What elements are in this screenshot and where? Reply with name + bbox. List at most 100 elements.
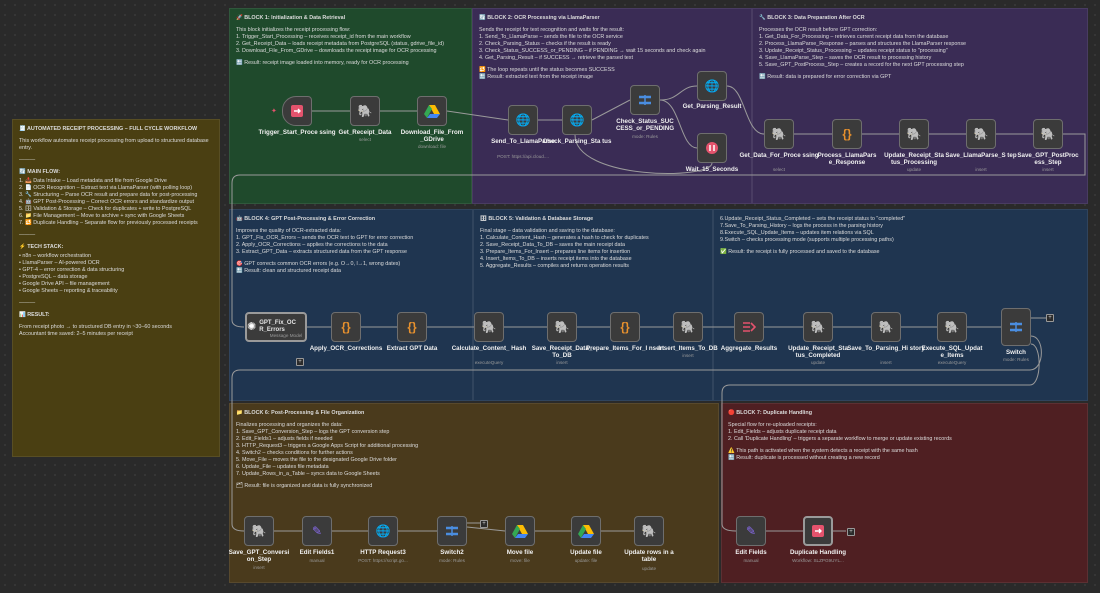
extract-gpt-data-node[interactable]: {} [397, 312, 427, 342]
check-parsing-status-node[interactable]: 🌐 [562, 105, 592, 135]
block3-result: 🔚 Result: data is prepared for error cor… [759, 74, 892, 80]
prepare-items-for-insert-node[interactable]: {} [610, 312, 640, 342]
flow-item: 1. 📥 Data Intake – Load metadata and fil… [19, 178, 167, 184]
wait-15-seconds-node[interactable] [697, 133, 727, 163]
duplicate-handling-add-button[interactable]: + [847, 528, 855, 536]
postgres-icon: 🐘 [771, 127, 787, 141]
process-llamaparse-response-node[interactable]: {} [832, 119, 862, 149]
save-to-parsing-history-sub: insert [880, 360, 892, 365]
switch-icon [639, 95, 651, 105]
update-rows-in-table-node[interactable]: 🐘 [634, 516, 664, 546]
save-gpt-conversion-step-node[interactable]: 🐘 [244, 516, 274, 546]
save-to-parsing-history-node[interactable]: 🐘 [871, 312, 901, 342]
openai-icon: ✺ [247, 321, 257, 333]
edit-fields1-sub: manual [309, 558, 325, 563]
block5-note[interactable]: 🗄 BLOCK 5: Validation & Database Storage… [473, 209, 713, 401]
flow-item: 3. 🔧 Structuring – Parse OCR result and … [19, 192, 198, 198]
block6-note[interactable]: 📁 BLOCK 6: Post-Processing & File Organi… [229, 403, 719, 583]
execute-sql-update-items-label: Execute_SQL_Updat e_Items [921, 345, 983, 359]
move-file-sub: move: file [510, 558, 530, 563]
block3-body: Processes the OCR result before GPT corr… [759, 27, 967, 68]
save-receipt-data-to-db-sub: insert [556, 360, 568, 365]
switch2-node[interactable] [437, 516, 467, 546]
block2-result: 🔁 The loop repeats until the status beco… [479, 67, 615, 80]
code-braces-icon: {} [620, 320, 630, 334]
block7-body: Special flow for re-uploaded receipts: 1… [728, 422, 952, 442]
stack-item: • n8n – workflow orchestration [19, 253, 91, 259]
stack-item: • Google Sheets – reporting & traceabili… [19, 288, 118, 294]
block3-note[interactable]: 🔧 BLOCK 3: Data Preparation After OCR Pr… [752, 8, 1088, 204]
edit-fields1-node[interactable]: ✎ [302, 516, 332, 546]
apply-ocr-corrections-node[interactable]: {} [331, 312, 361, 342]
save-llamaparse-step-sub: insert [975, 167, 987, 172]
switch-node[interactable] [1001, 308, 1031, 346]
edit-fields-label: Edit Fields [735, 549, 767, 556]
insert-items-to-db-sub: insert [682, 353, 694, 358]
save-gpt-postprocess-step-node[interactable]: 🐘 [1033, 119, 1063, 149]
send-to-llamaparse-node[interactable]: 🌐 [508, 105, 538, 135]
execute-sql-update-items-sub: executeQuery [937, 360, 967, 365]
postgres-icon: 🐘 [680, 320, 696, 334]
postgres-icon: 🐘 [810, 320, 826, 334]
download-file-gdrive-sub: download: file [417, 144, 447, 149]
update-receipt-status-completed-label: Update_Receipt_Sta tus_Completed [788, 345, 848, 359]
overview-flow-title: 🔄 MAIN FLOW: [19, 169, 61, 175]
overview-note[interactable]: 🧾 AUTOMATED RECEIPT PROCESSING – FULL CY… [12, 119, 220, 457]
update-file-node[interactable] [571, 516, 601, 546]
switch-add-output-button[interactable]: + [1046, 314, 1054, 322]
update-receipt-status-processing-node[interactable]: 🐘 [899, 119, 929, 149]
block5b-note[interactable]: 6.Update_Receipt_Status_Completed – sets… [713, 209, 1088, 401]
save-receipt-data-to-db-node[interactable]: 🐘 [547, 312, 577, 342]
check-parsing-status-label: Check_Parsing_Sta tus [542, 138, 612, 145]
download-file-gdrive-node[interactable] [417, 96, 447, 126]
duplicate-handling-node[interactable] [803, 516, 833, 546]
flow-item: 7. 🔁 Duplicate Handling – Separate flow … [19, 220, 198, 226]
move-file-node[interactable] [505, 516, 535, 546]
stack-item: • GPT-4 – error correction & data struct… [19, 267, 125, 273]
update-receipt-status-completed-node[interactable]: 🐘 [803, 312, 833, 342]
get-receipt-data-label: Get_Receipt_Data [338, 129, 392, 136]
postgres-icon: 🐘 [906, 127, 922, 141]
save-llamaparse-step-node[interactable]: 🐘 [966, 119, 996, 149]
postgres-icon: 🐘 [251, 524, 267, 538]
update-file-label: Update file [570, 549, 602, 556]
block4-title: 🤖 BLOCK 4: GPT Post-Processing & Error C… [236, 216, 376, 222]
save-gpt-conversion-step-label: Save_GPT_Conversi on_Step [228, 549, 290, 563]
gpt-fix-ocr-errors-node[interactable]: ✺ GPT_Fix_OC R_Errors [245, 312, 307, 342]
http-request3-node[interactable]: 🌐 [368, 516, 398, 546]
execute-sql-update-items-node[interactable]: 🐘 [937, 312, 967, 342]
trigger-start-processing-node[interactable] [282, 96, 312, 126]
block2-title: 🔄 BLOCK 2: OCR Processing via LlamaParse… [479, 15, 600, 21]
save-to-parsing-history-label: Save_To_Parsing_Hi story [847, 345, 925, 352]
overview-result-title: 📊 RESULT: [19, 312, 50, 318]
check-status-switch-node[interactable] [630, 85, 660, 115]
edit-fields-node[interactable]: ✎ [736, 516, 766, 546]
exit-arrow-icon [291, 105, 303, 117]
calculate-content-hash-node[interactable]: 🐘 [474, 312, 504, 342]
get-data-for-processing-label: Get_Data_For_Proce ssing [739, 152, 819, 159]
send-to-llamaparse-label: Send_To_LlamaParse [491, 138, 555, 145]
duplicate-handling-sub: Workflow: SLZPG9UYL... [792, 558, 844, 563]
update-receipt-status-processing-sub: update [906, 167, 922, 172]
add-model-button[interactable]: + [296, 358, 304, 366]
block5-body: Final stage – data validation and saving… [480, 228, 649, 269]
block6-result: 🗂 Result: file is organized and data is … [236, 483, 373, 489]
block2-note[interactable]: 🔄 BLOCK 2: OCR Processing via LlamaParse… [472, 8, 752, 204]
aggregate-results-node[interactable] [734, 312, 764, 342]
switch2-add-output-button[interactable]: + [480, 520, 488, 528]
get-data-for-processing-node[interactable]: 🐘 [764, 119, 794, 149]
aggregate-results-label: Aggregate_Results [720, 345, 778, 352]
block4-note[interactable]: 🤖 BLOCK 4: GPT Post-Processing & Error C… [229, 209, 473, 401]
get-receipt-data-node[interactable]: 🐘 [350, 96, 380, 126]
check-status-switch-label: Check_Status_SUC CESS_or_PENDING [615, 118, 675, 132]
postgres-icon: 🐘 [878, 320, 894, 334]
switch2-label: Switch2 [440, 549, 464, 556]
get-data-for-processing-sub: select [772, 167, 785, 172]
check-status-switch-sub: mode: Rules [632, 134, 658, 139]
block7-note[interactable]: 🔴 BLOCK 7: Duplicate Handling Special fl… [721, 403, 1088, 583]
get-parsing-result-node[interactable]: 🌐 [697, 71, 727, 101]
block2-body: Sends the receipt for text recognition a… [479, 27, 706, 61]
block7-title: 🔴 BLOCK 7: Duplicate Handling [728, 410, 812, 416]
insert-items-to-db-node[interactable]: 🐘 [673, 312, 703, 342]
